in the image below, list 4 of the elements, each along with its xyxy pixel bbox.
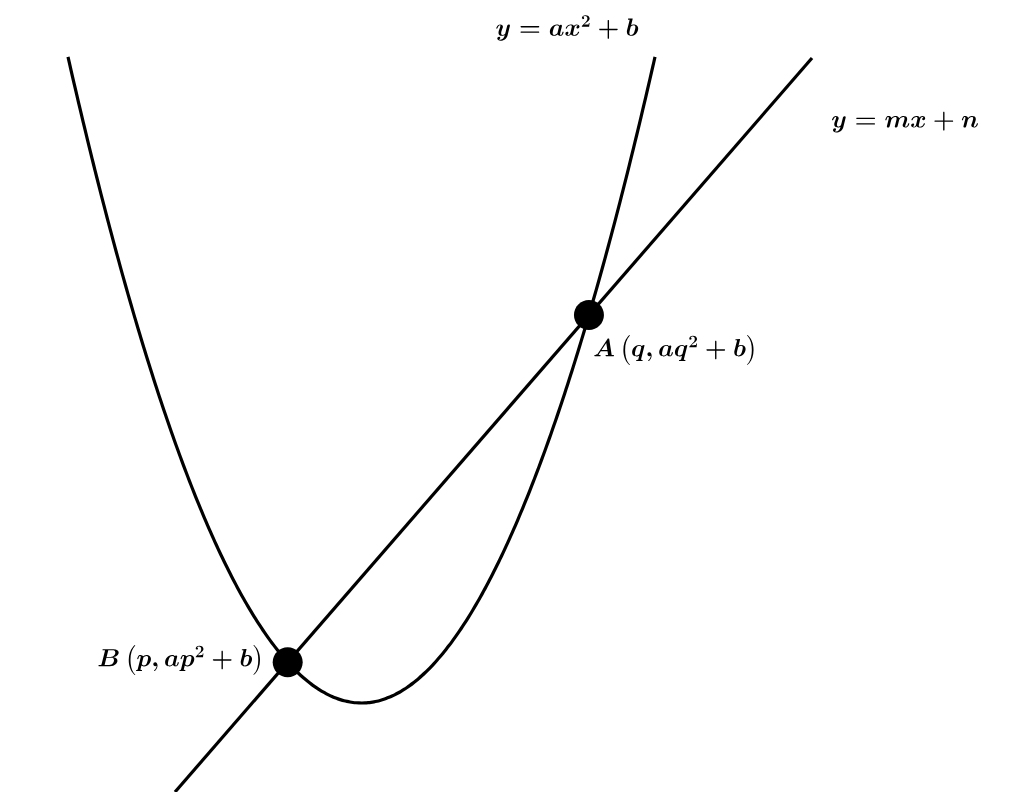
equation-label: $y = ax^2 + b$ [496,15,639,41]
equation-label: $A\left(q, aq^2 + b\right)$ [594,335,754,365]
equation-label: $y = mx + n$ [832,111,978,133]
equation-label: $B\left(p, ap^2 + b\right)$ [98,645,260,675]
